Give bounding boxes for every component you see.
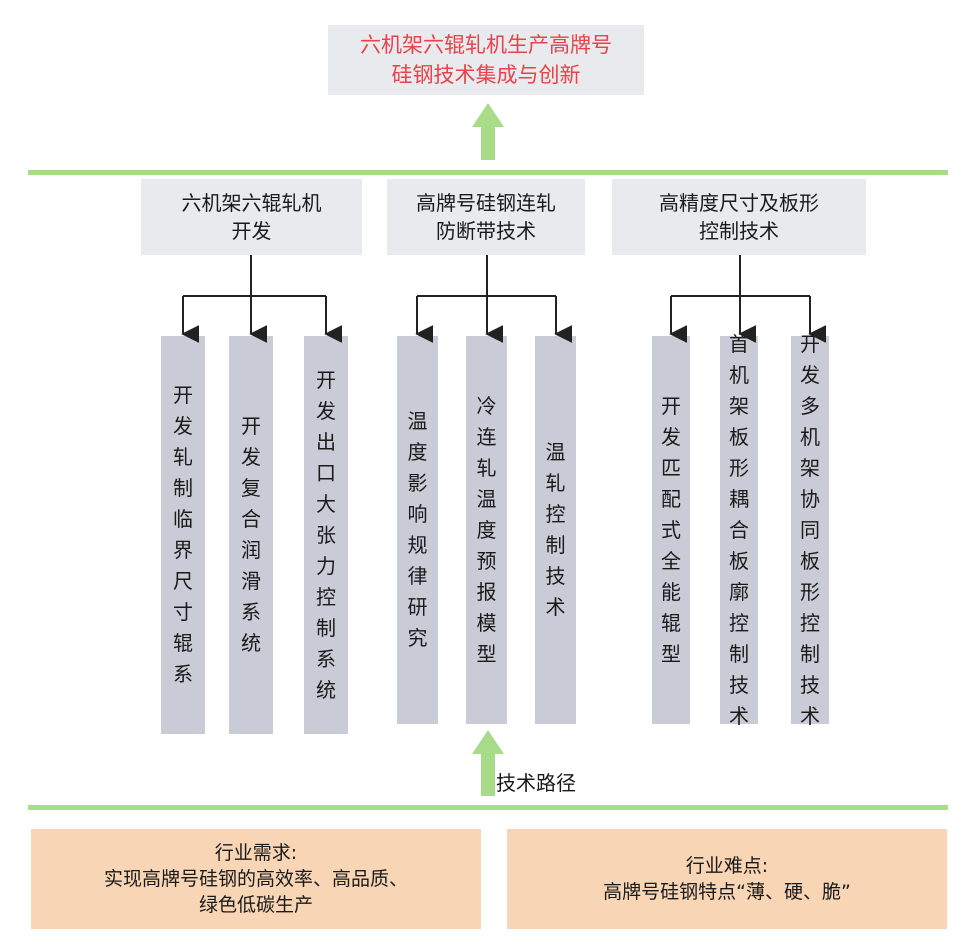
technique-column: 开发多机架协同板形控制技术 [791, 332, 829, 728]
branch-label: 高精度尺寸及板形 [659, 191, 819, 215]
top-title-line1: 六机架六辊轧机生产高牌号 [360, 33, 612, 57]
difficulty-line2: 高牌号硅钢特点“薄、硬、脆” [603, 881, 851, 903]
top-title-box: 六机架六辊轧机生产高牌号 硅钢技术集成与创新 [328, 25, 644, 95]
branch-box-precision: 高精度尺寸及板形 控制技术 [612, 179, 866, 255]
connector-group-2 [415, 255, 573, 343]
industry-demand-box: 行业需求: 实现高牌号硅钢的高效率、高品质、 绿色低碳生产 [31, 829, 481, 929]
branch-label: 开发 [231, 219, 272, 243]
difficulty-line1: 行业难点: [685, 855, 769, 877]
branch-label: 六机架六辊轧机 [181, 191, 322, 215]
technique-column: 开发复合润滑系统 [229, 336, 273, 734]
technique-text: 温度影响规律研究 [407, 409, 428, 650]
upper-green-divider [28, 170, 948, 175]
connector-group-1 [181, 255, 343, 343]
technique-column: 开发出口大张力控制系统 [304, 336, 348, 734]
technique-text: 开发匹配式全能辊型 [661, 393, 681, 666]
branch-box-anti-break: 高牌号硅钢连轧 防断带技术 [387, 179, 585, 255]
top-green-arrow [472, 103, 504, 160]
industry-difficulty-box: 行业难点: 高牌号硅钢特点“薄、硬、脆” [507, 829, 947, 929]
bottom-green-arrow [472, 730, 504, 796]
technique-text: 温轧控制技术 [545, 440, 566, 619]
technique-column: 开发匹配式全能辊型 [652, 336, 690, 724]
technique-text: 开发多机架协同板形控制技术 [800, 331, 820, 728]
branch-box-mill: 六机架六辊轧机 开发 [141, 179, 362, 255]
demand-line2: 实现高牌号硅钢的高效率、高品质、 [103, 868, 408, 890]
lower-green-divider [28, 805, 948, 810]
technical-path-label: 技术路径 [496, 771, 576, 795]
branch-label: 防断带技术 [436, 219, 536, 243]
demand-line1: 行业需求: [214, 842, 298, 864]
technique-column: 开发轧制临界尺寸辊系 [161, 336, 205, 734]
branch-label: 控制技术 [699, 219, 779, 243]
connector-group-3 [669, 255, 827, 343]
technique-column: 温度影响规律研究 [397, 336, 438, 724]
technique-text: 开发复合润滑系统 [241, 414, 261, 655]
technique-text: 冷连轧温度预报模型 [476, 393, 497, 666]
technique-column: 首机架板形耦合板廓控制技术 [720, 332, 758, 728]
technique-text: 开发轧制临界尺寸辊系 [173, 383, 193, 686]
technique-column: 冷连轧温度预报模型 [466, 336, 507, 724]
technique-column: 温轧控制技术 [535, 336, 576, 724]
demand-line3: 绿色低碳生产 [198, 894, 313, 916]
technique-text: 开发出口大张力控制系统 [316, 367, 336, 702]
branch-label: 高牌号硅钢连轧 [416, 191, 556, 215]
top-title-line2: 硅钢技术集成与创新 [391, 63, 581, 87]
